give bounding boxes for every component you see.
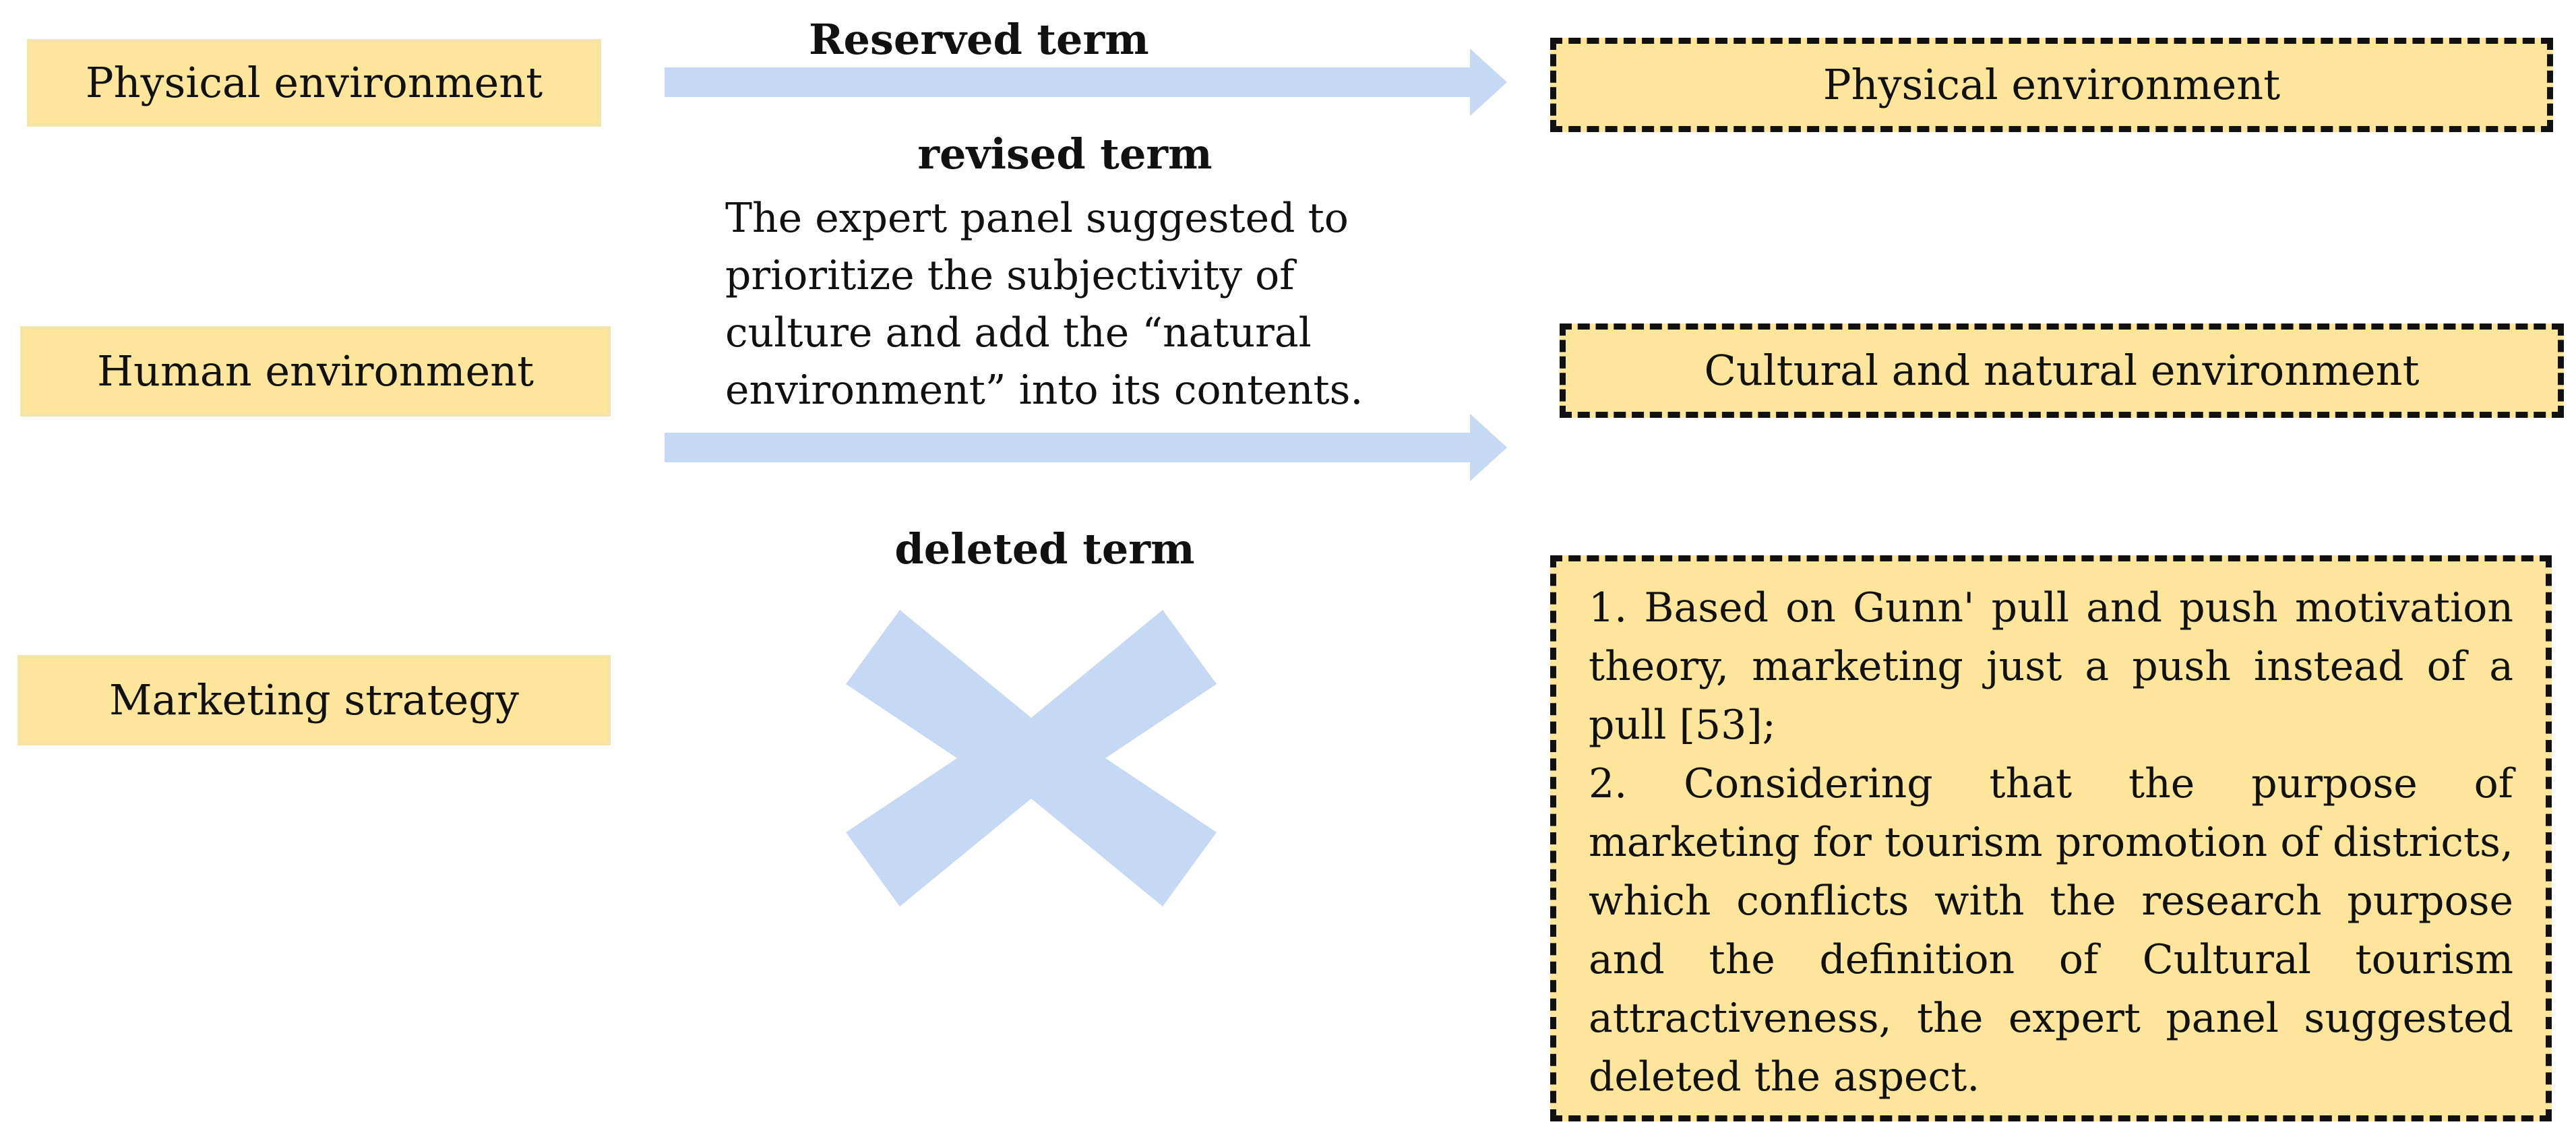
revised-note-line: The expert panel suggested to — [725, 195, 1349, 242]
left-term-label: Physical environment — [85, 58, 543, 108]
revised-term-label: revised term — [917, 129, 1213, 179]
revised-note-line: culture and add the “natural — [725, 309, 1312, 357]
revised-term-note: The expert panel suggested to prioritize… — [725, 190, 1363, 419]
deleted-reason-item: 1. Based on Gunn' pull and push motivati… — [1589, 584, 2513, 749]
deleted-reason-item: 2. Considering that the purpose of marke… — [1589, 760, 2513, 1101]
reserved-term-label: Reserved term — [809, 15, 1149, 64]
right-term-label: Cultural and natural environment — [1704, 346, 2420, 396]
right-term-physical-environment: Physical environment — [1550, 38, 2553, 132]
right-term-cultural-natural-environment: Cultural and natural environment — [1560, 323, 2564, 418]
left-term-physical-environment: Physical environment — [27, 39, 601, 127]
deleted-term-reasons: 1. Based on Gunn' pull and push motivati… — [1550, 555, 2552, 1121]
deleted-term-label: deleted term — [894, 524, 1195, 574]
revised-note-line: environment” into its contents. — [725, 367, 1363, 414]
left-term-human-environment: Human environment — [20, 326, 611, 416]
left-term-label: Human environment — [96, 346, 534, 396]
left-term-marketing-strategy: Marketing strategy — [18, 655, 611, 745]
right-arrow-icon — [665, 49, 1507, 116]
left-term-label: Marketing strategy — [109, 675, 520, 725]
right-term-label: Physical environment — [1822, 60, 2281, 110]
revised-note-line: prioritize the subjectivity of — [725, 252, 1295, 299]
cross-icon — [846, 610, 1217, 906]
right-arrow-icon — [665, 414, 1507, 481]
